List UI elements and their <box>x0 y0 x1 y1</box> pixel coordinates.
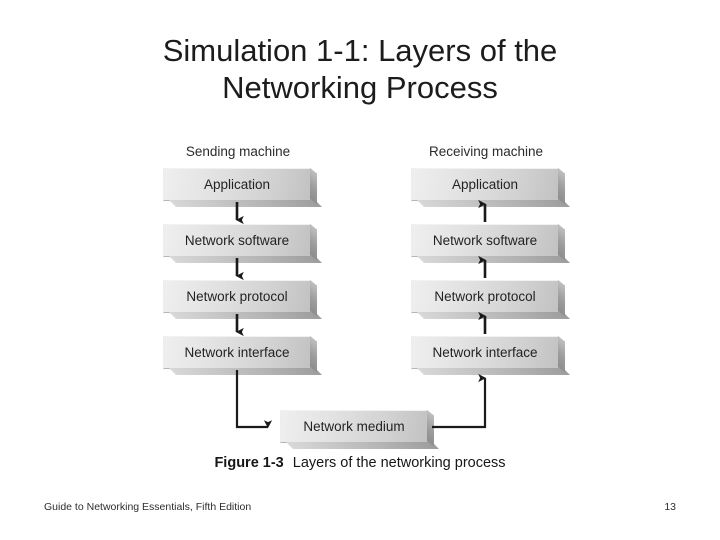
figure-caption: Figure 1-3 Layers of the networking proce… <box>0 455 720 471</box>
page-title: Simulation 1-1: Layers of the Networking… <box>60 32 660 106</box>
receiving-box-network-software[interactable]: Network software <box>411 224 559 257</box>
column-header-receiving: Receiving machine <box>428 144 544 159</box>
receiving-box-network-interface[interactable]: Network interface <box>411 336 559 369</box>
figure-caption-number: Figure 1-3 <box>214 455 284 471</box>
connector-sending-interface-to-medium <box>235 370 273 429</box>
footer-page-number: 13 <box>664 501 676 513</box>
page-title-line-2: Networking Process <box>222 70 498 105</box>
sending-box-application[interactable]: Application <box>163 168 311 201</box>
figure-diagram: Sending machine Receiving machine Applic… <box>0 130 720 490</box>
receiving-box-application[interactable]: Application <box>411 168 559 201</box>
page-title-line-1: Simulation 1-1: Layers of the <box>162 33 558 68</box>
figure-caption-text: Layers of the networking process <box>292 455 506 471</box>
network-medium-box[interactable]: Network medium <box>280 410 428 443</box>
sending-box-network-software[interactable]: Network software <box>163 224 311 257</box>
receiving-box-network-protocol[interactable]: Network protocol <box>411 280 559 313</box>
connector-medium-to-receiving-interface <box>432 373 487 429</box>
column-header-sending: Sending machine <box>185 144 291 159</box>
footer-source: Guide to Networking Essentials, Fifth Ed… <box>44 501 252 513</box>
sending-box-network-protocol[interactable]: Network protocol <box>163 280 311 313</box>
sending-box-network-interface[interactable]: Network interface <box>163 336 311 369</box>
